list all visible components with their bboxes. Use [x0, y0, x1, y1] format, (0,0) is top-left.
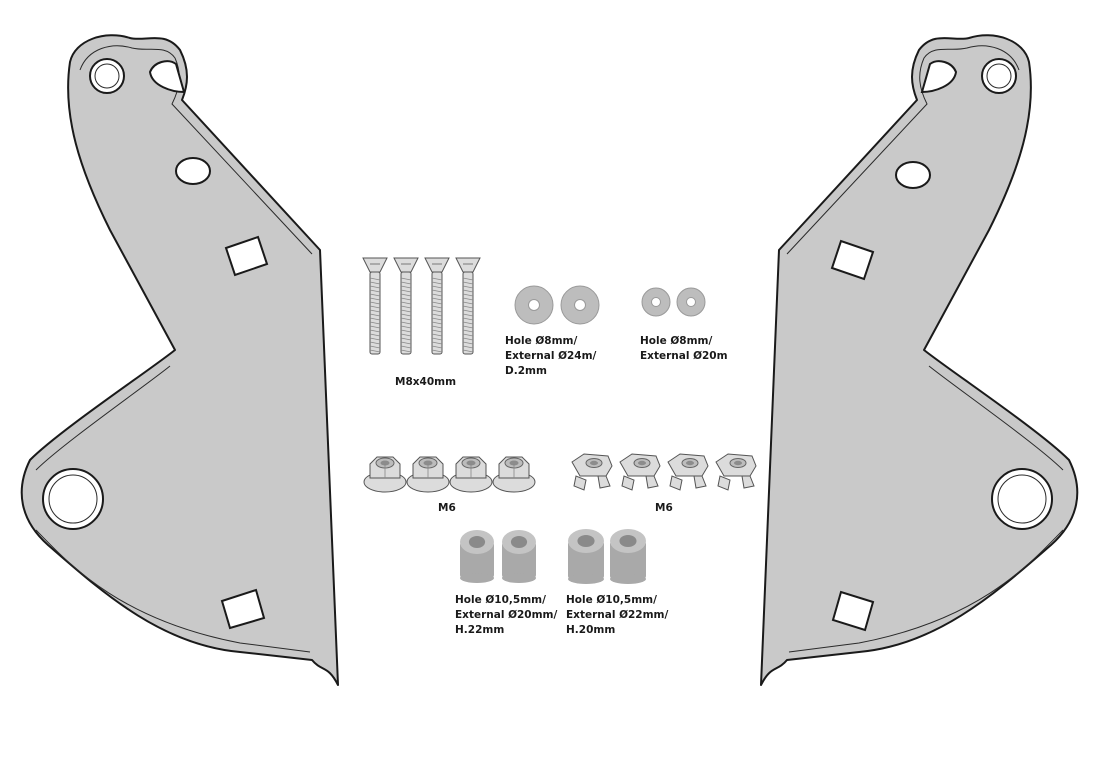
flange-nut: [363, 456, 407, 493]
flange-nut-group: [363, 456, 536, 493]
square-hole: [830, 239, 875, 281]
flange-nut-label: M6: [438, 502, 456, 514]
countersunk-bolt: [455, 257, 481, 355]
large-washer-label: Hole Ø8mm/ External Ø24m/ D.2mm: [505, 335, 600, 377]
square-hole: [831, 590, 875, 632]
flange-nut: [406, 456, 450, 493]
slot-hole: [148, 60, 186, 94]
cage-nut: [667, 453, 709, 491]
flange-nut: [492, 456, 536, 493]
mount-hole: [991, 468, 1053, 530]
slot-hole: [920, 60, 958, 94]
cage-nut: [619, 453, 661, 491]
square-hole: [224, 235, 269, 277]
bolt-label: M8x40mm: [395, 376, 456, 388]
spacer-22mm: [460, 530, 494, 583]
small-washer-label: Hole Ø8mm/ External Ø20m: [640, 335, 728, 362]
spacer-20mm-group: [568, 529, 646, 584]
mount-hole: [895, 161, 931, 189]
countersunk-bolt: [362, 257, 388, 355]
cage-nut: [715, 453, 757, 491]
flange-nut: [449, 456, 493, 493]
countersunk-bolt: [424, 257, 450, 355]
washer-small: [641, 287, 671, 317]
spacer-20mm: [568, 529, 604, 584]
mount-hole: [175, 157, 211, 185]
small-washer-group: [641, 287, 706, 317]
spacer-20mm-label: Hole Ø10,5mm/ External Ø22mm/ H.20mm: [566, 594, 672, 636]
cage-nut: [571, 453, 613, 491]
spacer-22mm: [502, 530, 536, 583]
bolt-group: [362, 257, 481, 355]
right-bracket-plate: [760, 34, 1079, 686]
countersunk-bolt: [393, 257, 419, 355]
spacer-22mm-group: [460, 530, 536, 583]
cage-nut-group: [571, 453, 757, 491]
square-hole: [220, 588, 266, 630]
spacer-22mm-label: Hole Ø10,5mm/ External Ø20mm/ H.22mm: [455, 594, 561, 636]
cage-nut-label: M6: [655, 502, 673, 514]
washer-large: [514, 285, 554, 325]
mount-hole: [42, 468, 104, 530]
washer-small: [676, 287, 706, 317]
washer-large: [560, 285, 600, 325]
large-washer-group: [514, 285, 600, 325]
left-bracket-plate: [20, 34, 339, 686]
spacer-20mm: [610, 529, 646, 584]
